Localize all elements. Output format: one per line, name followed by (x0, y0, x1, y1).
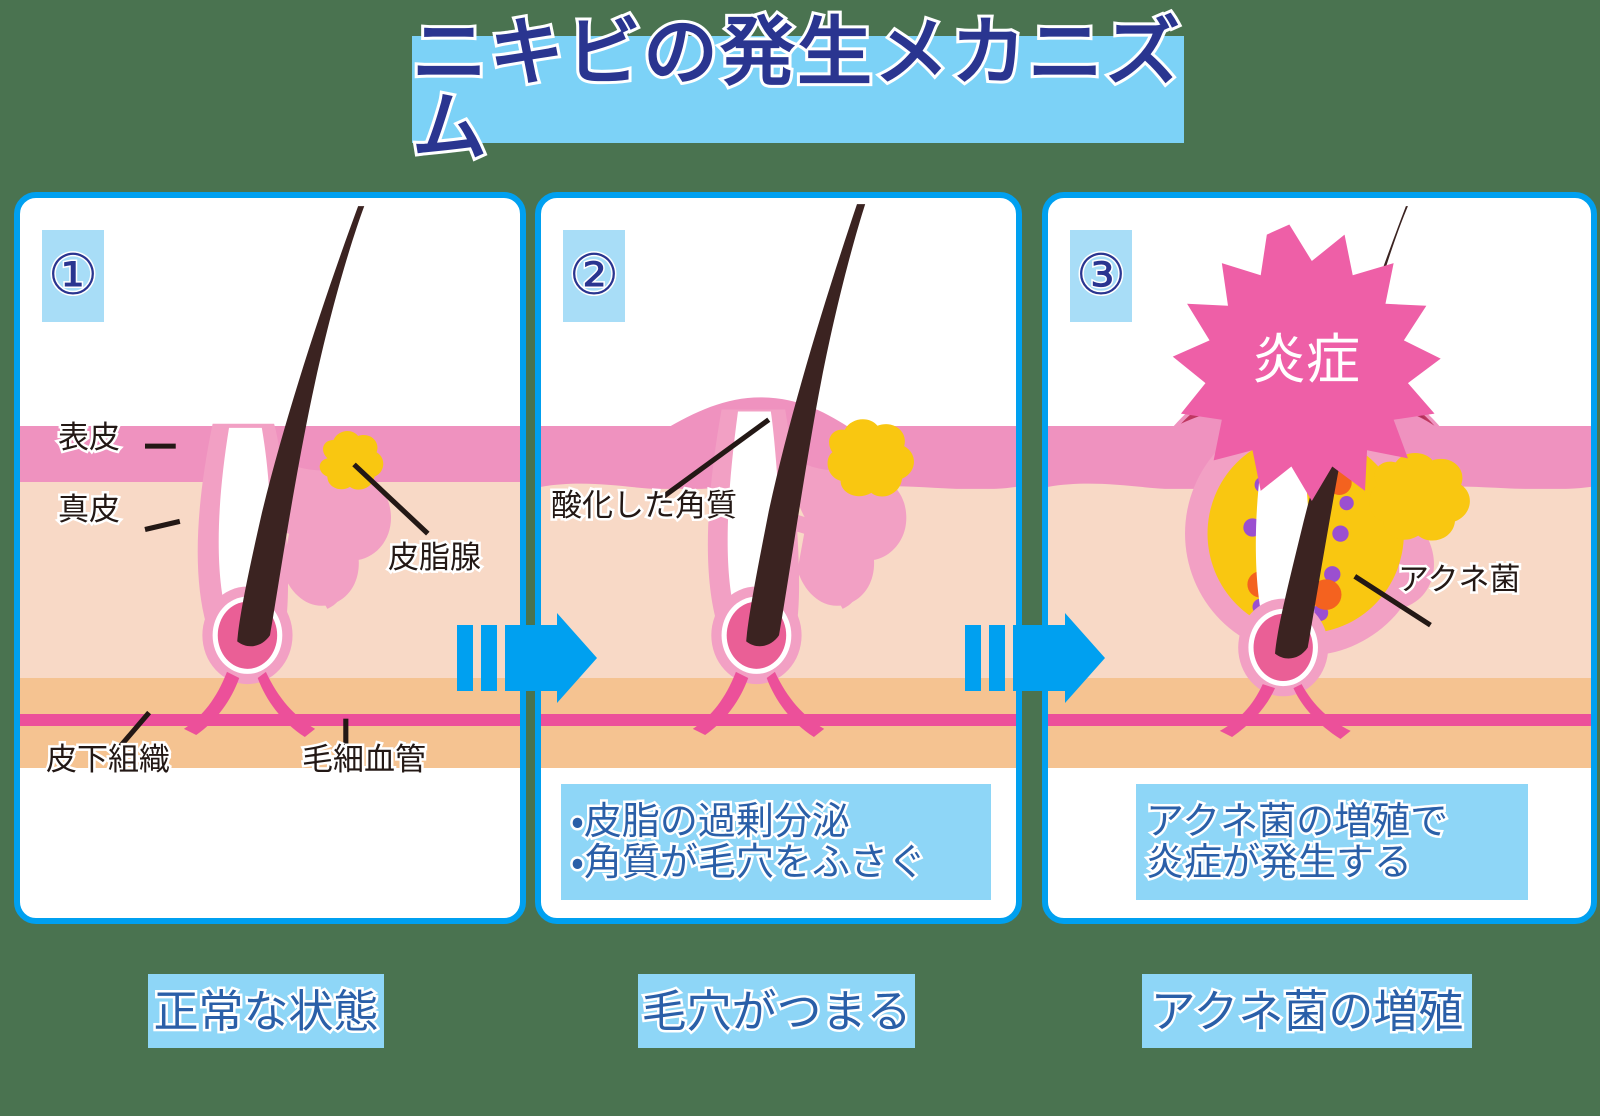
title-banner: ニキビの発生メカニズム (409, 11, 1184, 167)
caption-line: 炎症が発生する (1144, 839, 1415, 885)
step-label-3-text: アクネ菌の増殖 (1148, 984, 1466, 1038)
arrow-step2-to-step3 (965, 613, 1105, 703)
panel-acne-bacteria-growth[interactable]: ③ (1042, 192, 1597, 924)
label-epidermis: 表皮 (56, 418, 123, 459)
label-acne-bacteria: アクネ菌 (1395, 560, 1522, 601)
panel-number-badge-1: ① (42, 230, 104, 322)
inflammation-burst (1172, 224, 1441, 502)
panel-number-3: ③ (1074, 243, 1127, 308)
step-label-3: アクネ菌の増殖 (1142, 974, 1472, 1048)
panel-number-2: ② (567, 243, 620, 308)
caption-line: ・角質が毛穴をふさぐ (569, 839, 929, 885)
label-dermis: 真皮 (56, 490, 123, 531)
page-title: ニキビの発生メカニズム (409, 7, 1183, 171)
label-subcutaneous-tissue: 皮下組織 (44, 740, 173, 781)
step-label-1-text: 正常な状態 (151, 984, 381, 1038)
follicle-illustration-2 (541, 204, 1016, 737)
inflammation-burst-label: 炎症 (1252, 327, 1360, 391)
panel-number-badge-2: ② (563, 230, 625, 322)
panel-normal-state[interactable]: ① (14, 192, 526, 924)
arrow-step1-to-step2 (457, 613, 597, 703)
follicle-illustration-3 (1048, 206, 1591, 740)
capillary-line (541, 714, 1016, 726)
panel-number-1: ① (46, 243, 99, 308)
label-oxidized-keratin: 酸化した角質 (549, 486, 740, 527)
panel-number-badge-3: ③ (1070, 230, 1132, 322)
caption-box-2: ・皮脂の過剰分泌 ・角質が毛穴をふさぐ (561, 784, 991, 900)
label-capillary: 毛細血管 (300, 740, 429, 781)
step-label-2: 毛穴がつまる (638, 974, 915, 1048)
caption-box-3: アクネ菌の増殖で 炎症が発生する (1136, 784, 1528, 900)
caption-line: アクネ菌の増殖で (1144, 798, 1451, 844)
follicle-illustration-1 (20, 206, 520, 755)
label-sebaceous-gland: 皮脂腺 (386, 538, 484, 579)
step-label-2-text: 毛穴がつまる (639, 984, 914, 1038)
step-label-1: 正常な状態 (148, 974, 384, 1048)
caption-line: ・皮脂の過剰分泌 (569, 798, 853, 844)
panel-clogged-pore[interactable]: ② 酸化 (535, 192, 1022, 924)
